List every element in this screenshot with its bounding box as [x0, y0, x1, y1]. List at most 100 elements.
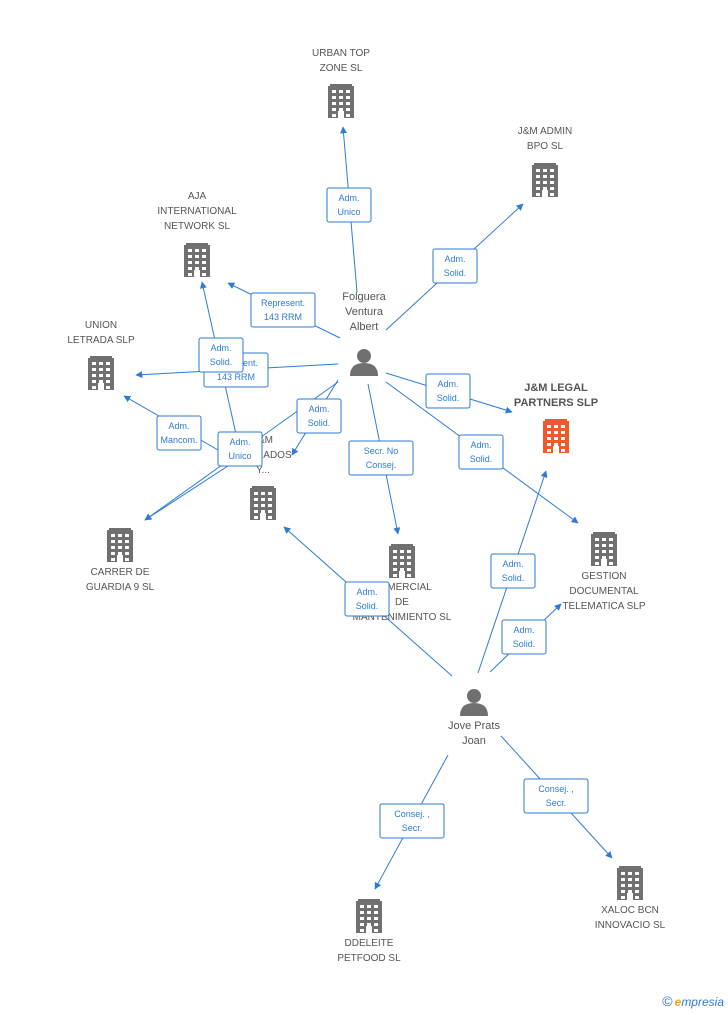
building-window: [561, 437, 565, 440]
building-window: [367, 917, 371, 920]
edge-label-box: [250, 292, 316, 328]
building-window: [628, 884, 632, 887]
building-window: [268, 492, 272, 495]
building-window: [407, 574, 411, 577]
building-window: [367, 923, 371, 926]
building-icon[interactable]: [591, 532, 617, 566]
building-window: [111, 540, 115, 543]
building-window: [621, 896, 625, 899]
building-window: [188, 261, 192, 264]
empresia-footer[interactable]: ©empresia: [662, 993, 724, 1009]
edge-label-text: Mancom.: [160, 435, 197, 445]
edge-label-jove-to-gestion[interactable]: Adm.Solid.: [501, 619, 547, 655]
person-icon[interactable]: [460, 689, 488, 716]
building-window: [195, 255, 199, 258]
node-label-line: Folguera: [342, 291, 386, 303]
edge-label-jm_abogados-to-carrer[interactable]: Adm.Unico: [217, 431, 263, 467]
building-window: [543, 169, 547, 172]
building-window: [111, 534, 115, 537]
building-window: [111, 558, 115, 561]
building-window: [332, 90, 336, 93]
building-window: [202, 249, 206, 252]
edge-label-jove-to-jm_abogados[interactable]: Adm.Solid.: [344, 581, 390, 617]
building-icon[interactable]: [532, 163, 558, 197]
building-window: [92, 362, 96, 365]
building-icon[interactable]: [328, 84, 354, 118]
building-roof: [619, 866, 641, 869]
building-window: [602, 550, 606, 553]
building-window: [268, 510, 272, 513]
building-window: [360, 905, 364, 908]
node-label-line: GUARDIA 9 SL: [86, 582, 155, 593]
building-roof: [186, 243, 208, 246]
building-icon[interactable]: [250, 486, 276, 520]
edge-label-folguera-to-jm_legal[interactable]: Adm.Solid.: [425, 373, 471, 409]
edge-label-text: Solid.: [513, 639, 536, 649]
building-window: [188, 249, 192, 252]
building-window: [543, 181, 547, 184]
building-window: [561, 443, 565, 446]
building-window: [118, 540, 122, 543]
edge-label-text: Adm.: [444, 254, 465, 264]
edge-label-folguera-to-jm_abogados[interactable]: Adm.Solid.: [296, 398, 342, 434]
edge-label-jove-to-jm_legal[interactable]: Adm.Solid.: [490, 553, 536, 589]
building-window: [400, 556, 404, 559]
building-icon[interactable]: [88, 356, 114, 390]
building-window: [188, 273, 192, 276]
building-window: [202, 273, 206, 276]
person-icon[interactable]: [350, 349, 378, 376]
building-window: [202, 261, 206, 264]
edge-label-folguera-to-urban[interactable]: Adm.Unico: [326, 187, 372, 223]
building-icon[interactable]: [389, 544, 415, 578]
building-door: [338, 111, 344, 118]
building-icon[interactable]: [184, 243, 210, 277]
edge-label-text: Adm.: [210, 343, 231, 353]
edge-label-text: Unico: [228, 451, 251, 461]
edge-label-folguera-to-aja[interactable]: Represent.143 RRM: [250, 292, 316, 328]
edge-label-folguera-to-gestion[interactable]: Adm.Solid.: [458, 434, 504, 470]
building-window: [261, 504, 265, 507]
building-door: [553, 446, 559, 453]
building-window: [609, 556, 613, 559]
building-icon[interactable]: [107, 528, 133, 562]
edge-label-jove-to-xaloc[interactable]: Consej. ,Secr.: [523, 778, 589, 814]
edge-label-jove-to-ddeleite[interactable]: Consej. ,Secr.: [379, 803, 445, 839]
node-label-line: J&M ADMIN: [518, 126, 572, 137]
edge-label-box: [198, 337, 244, 373]
building-window: [536, 187, 540, 190]
node-label-line: NETWORK SL: [164, 221, 231, 232]
node-label-line: Jove Prats: [448, 720, 500, 732]
edge-label-folguera-to-jm_admin[interactable]: Adm. Solid.: [432, 248, 478, 284]
building-icon[interactable]: [356, 899, 382, 933]
node-label-line: AJA: [188, 191, 207, 202]
node-label-line: Y...: [256, 465, 270, 476]
company-node-jm_abogados[interactable]: J&MABOGADOSY...: [234, 435, 292, 520]
building-window: [635, 884, 639, 887]
edge-label-jm_abogados-to-aja[interactable]: Adm.Solid.: [198, 337, 244, 373]
building-window: [346, 102, 350, 105]
building-window: [125, 546, 129, 549]
building-icon[interactable]: [543, 419, 569, 453]
edge-label-jm_abogados-to-union[interactable]: Adm.Mancom.: [156, 415, 202, 451]
edge-label-text: Solid.: [444, 268, 467, 278]
building-window: [99, 380, 103, 383]
building-window: [393, 550, 397, 553]
building-icon[interactable]: [617, 866, 643, 900]
building-window: [374, 905, 378, 908]
building-window: [125, 534, 129, 537]
